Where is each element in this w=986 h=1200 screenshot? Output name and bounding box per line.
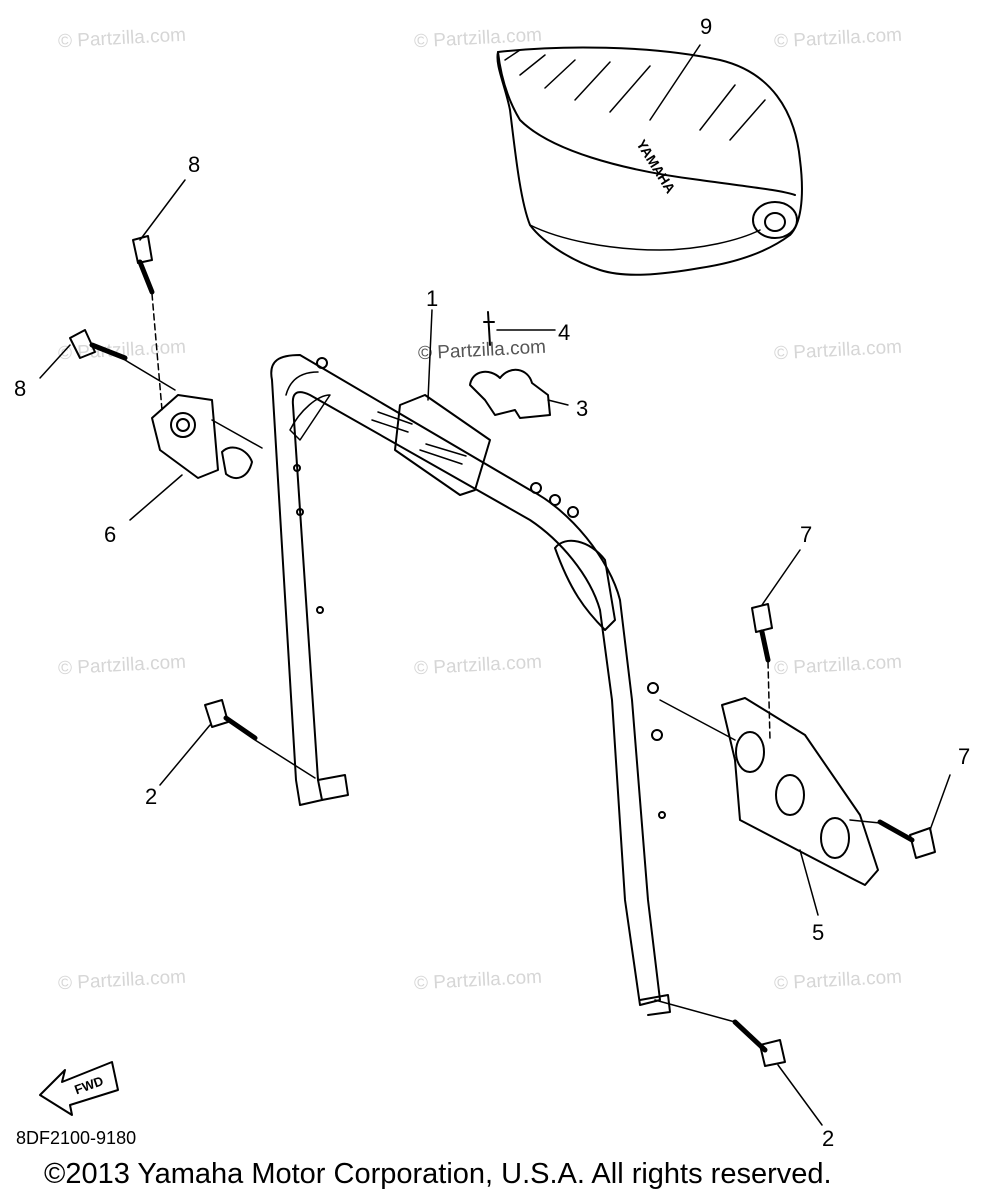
handlebar-pad: YAMAHA <box>496 46 803 276</box>
fwd-arrow-icon <box>39 1061 119 1116</box>
callout-6: 6 <box>104 522 117 547</box>
bolt-8-top <box>132 235 155 295</box>
bolt-2-left <box>204 699 258 741</box>
callout-5: 5 <box>812 920 825 945</box>
left-bracket <box>151 394 253 479</box>
leader-lines <box>39 44 951 1126</box>
bolt-7-right <box>877 819 936 859</box>
seat-brand-text: YAMAHA <box>633 137 678 196</box>
bolt-8-left <box>69 329 128 361</box>
callout-2: 2 <box>822 1126 835 1151</box>
bolt-2-right <box>732 1019 786 1067</box>
callout-3: 3 <box>576 396 589 421</box>
bolt-7-top <box>751 603 773 663</box>
callout-8: 8 <box>14 376 27 401</box>
callout-2: 2 <box>145 784 158 809</box>
diagram-code: 8DF2100-9180 <box>16 1128 137 1148</box>
handlebar-frame <box>270 354 671 1016</box>
callout-7: 7 <box>800 522 813 547</box>
callout-4: 4 <box>558 320 571 345</box>
callout-9: 9 <box>700 14 713 39</box>
assembly-lines <box>124 293 881 1023</box>
callout-8: 8 <box>188 152 201 177</box>
callout-1: 1 <box>426 286 439 311</box>
copyright-notice: ©2013 Yamaha Motor Corporation, U.S.A. A… <box>44 1158 832 1190</box>
clip-and-rivet <box>469 311 551 419</box>
clamp-block <box>371 394 491 496</box>
callout-7: 7 <box>958 744 971 769</box>
right-bracket <box>721 697 879 886</box>
